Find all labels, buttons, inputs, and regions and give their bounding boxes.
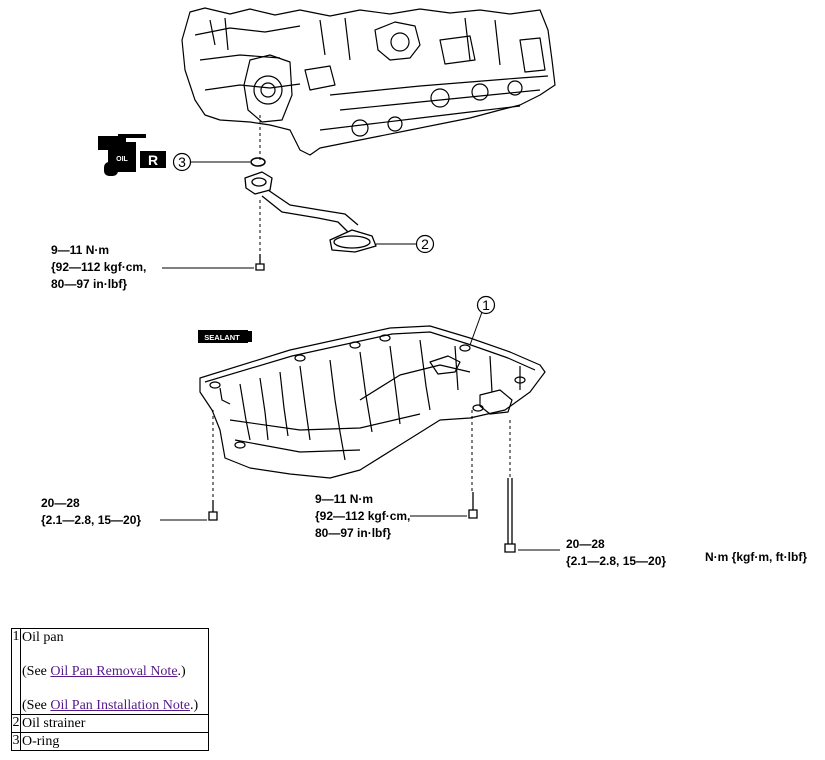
svg-text:80—97 in·lbf}: 80—97 in·lbf} [315,526,391,540]
svg-text:{2.1—2.8, 15—20}: {2.1—2.8, 15—20} [41,513,141,527]
strainer-bolt-illustration [255,254,265,271]
part-name: Oil pan [22,630,64,645]
callout-2: 2 [415,234,435,254]
part-name: Oil strainer [20,714,209,733]
svg-text:9—11 N·m: 9—11 N·m [315,492,373,506]
replace-part-icon: R [140,151,166,168]
torque-spec-pan-bolt-right: 20—28 {2.1—2.8, 15—20} [566,537,666,568]
legend-row-number: 1 [11,628,21,715]
engine-block-illustration [181,7,556,156]
legend-row-number: 3 [11,732,21,751]
oil-pan-bolts-illustration [208,478,516,553]
legend-row-oil-pan: 1 Oil pan (See Oil Pan Removal Note.) (S… [11,628,209,715]
oil-can-icon: OIL [98,134,146,176]
svg-text:SEALANT: SEALANT [204,333,240,342]
svg-text:{92—112 kgf·cm,: {92—112 kgf·cm, [315,509,410,523]
svg-text:{2.1—2.8, 15—20}: {2.1—2.8, 15—20} [566,554,666,568]
oil-pan-removal-note-link[interactable]: Oil Pan Removal Note [50,664,178,679]
part-name: O-ring [20,732,209,751]
svg-text:{92—112 kgf·cm,: {92—112 kgf·cm, [51,260,146,274]
see-note-installation: (See Oil Pan Installation Note.) [22,698,199,713]
svg-text:20—28: 20—28 [41,496,80,510]
assembly-guide-lines [212,115,511,500]
oil-strainer-illustration [244,171,377,253]
torque-units-note: N·m {kgf·m, ft·lbf} [705,550,807,564]
torque-spec-strainer-bolt: 9—11 N·m {92—112 kgf·cm, 80—97 in·lbf} [51,243,146,291]
legend-row-number: 2 [11,714,21,733]
oil-pan-installation-note-link[interactable]: Oil Pan Installation Note [50,698,190,713]
sealant-icon: SEALANT [198,330,252,343]
callout-1: 1 [476,295,496,315]
callout-3: 3 [172,152,192,172]
svg-text:3: 3 [178,154,186,170]
torque-spec-pan-bolt-middle: 9—11 N·m {92—112 kgf·cm, 80—97 in·lbf} [315,492,410,540]
svg-text:1: 1 [482,297,490,313]
svg-text:9—11 N·m: 9—11 N·m [51,243,109,257]
see-note-removal: (See Oil Pan Removal Note.) [22,664,186,679]
o-ring-illustration [250,157,266,167]
legend-row-o-ring: 3 O-ring [11,732,209,751]
svg-text:2: 2 [421,236,429,252]
legend-row-description: Oil pan (See Oil Pan Removal Note.) (See… [20,628,209,715]
oil-icon-label: OIL [116,156,128,163]
svg-text:R: R [148,152,158,168]
parts-legend-table: 1 Oil pan (See Oil Pan Removal Note.) (S… [11,628,209,751]
exploded-view-diagram: OIL R SEALANT 3 2 1 9—11 N·m {92—112 kgf… [41,7,807,568]
svg-text:80—97 in·lbf}: 80—97 in·lbf} [51,277,127,291]
oil-pan-illustration [199,325,546,479]
svg-text:20—28: 20—28 [566,537,605,551]
torque-spec-pan-bolt-left: 20—28 {2.1—2.8, 15—20} [41,496,141,527]
legend-row-oil-strainer: 2 Oil strainer [11,714,209,733]
